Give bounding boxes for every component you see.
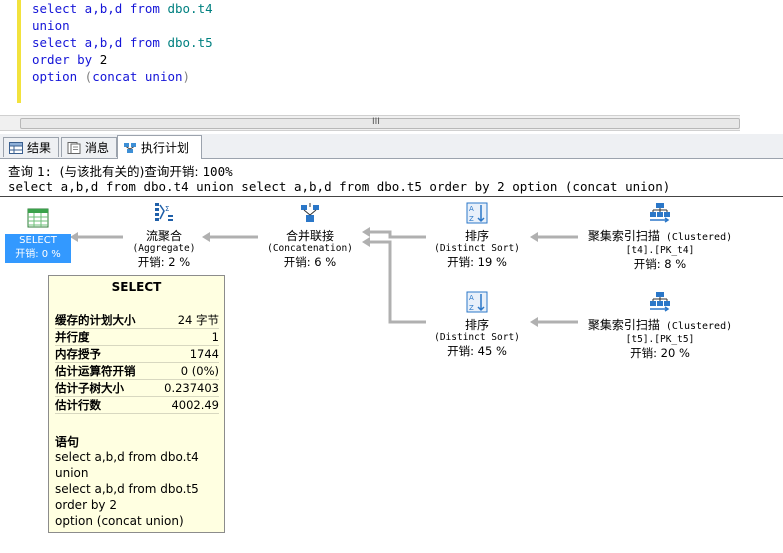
node-object: [t5].[PK_t5]	[625, 334, 695, 345]
node-name: 流聚合	[145, 229, 182, 243]
node-object: [t4].[PK_t4]	[625, 245, 695, 256]
property-value: 4002.49	[152, 396, 219, 414]
arrowhead	[362, 227, 370, 237]
svg-text:Z: Z	[469, 215, 474, 223]
arrowhead	[530, 317, 538, 327]
plan-node-stream-aggregate[interactable]: Σ 流聚合 (Aggregate) 开销: 2 %	[115, 201, 213, 269]
editor-gutter	[0, 0, 21, 103]
plan-node-concatenation[interactable]: 合并联接 (Concatenation) 开销: 6 %	[258, 201, 362, 269]
node-cost: 开销: 6 %	[283, 255, 337, 269]
editor-horizontal-scrollbar[interactable]: III	[0, 115, 740, 131]
sort-icon: AZ	[466, 291, 488, 313]
arrowhead	[362, 237, 370, 247]
plan-node-select[interactable]	[5, 206, 71, 234]
svg-text:Σ: Σ	[165, 205, 169, 213]
code-line[interactable]: union	[32, 18, 70, 33]
header-divider	[0, 196, 783, 197]
property-name: 估计行数	[55, 396, 153, 414]
arrow-sort2-to-concat	[368, 240, 426, 324]
node-cost: 开销: 45 %	[447, 344, 507, 358]
stream-aggregate-icon: Σ	[155, 203, 173, 221]
concatenation-icon	[301, 203, 319, 222]
arrow-sort1-to-concat	[368, 230, 426, 239]
code-line[interactable]: select a,b,d from dbo.t4	[32, 1, 213, 16]
property-name: 并行度	[55, 328, 153, 346]
node-name: 排序	[464, 229, 489, 243]
node-name: SELECT	[19, 235, 57, 246]
arrowhead	[202, 232, 210, 242]
property-value: 1744	[152, 345, 219, 363]
code-line[interactable]: select a,b,d from dbo.t5	[32, 35, 213, 50]
node-physical-op: (Distinct Sort)	[434, 243, 520, 254]
tab-label: 执行计划	[141, 141, 190, 155]
query-editor[interactable]: select a,b,d from dbo.t4 union select a,…	[0, 0, 783, 118]
code-line[interactable]: option (concat union)	[32, 69, 191, 84]
node-name: 聚集索引扫描 (Clustered)	[587, 229, 733, 243]
node-name: 排序	[464, 318, 489, 332]
plan-node-clustered-index-scan-2[interactable]: 聚集索引扫描 (Clustered) [t5].[PK_t5] 开销: 20 %	[580, 290, 740, 360]
code-line[interactable]: order by 2	[32, 52, 108, 67]
node-cost: 开销: 8 %	[633, 257, 687, 271]
node-physical-op: (Aggregate)	[132, 243, 196, 254]
execution-plan-icon	[124, 142, 136, 153]
tab-messages[interactable]: 消息	[61, 137, 117, 157]
node-cost: 开销: 20 %	[630, 346, 690, 360]
tab-execution-plan[interactable]: 执行计划	[117, 135, 202, 159]
statement-header: 语句	[55, 435, 80, 449]
tooltip-title: SELECT	[111, 280, 162, 294]
select-table-icon	[27, 208, 49, 228]
svg-text:Z: Z	[469, 304, 474, 312]
node-cost: 开销: 2 %	[137, 255, 191, 269]
grid-icon	[9, 141, 23, 154]
arrowhead	[70, 232, 78, 242]
tab-results[interactable]: 结果	[3, 137, 59, 157]
changed-lines-marker	[17, 0, 21, 103]
property-name: 内存授予	[55, 345, 153, 363]
plan-node-select-label[interactable]: SELECT 开销: 0 %	[5, 234, 71, 263]
node-cost: 开销: 0 %	[15, 249, 61, 260]
arrowhead	[530, 232, 538, 242]
property-value: 24 字节	[152, 312, 219, 329]
svg-text:A: A	[469, 205, 474, 213]
scrollbar-grip: III	[372, 117, 380, 127]
property-value: 0.237403	[152, 379, 219, 397]
tab-label: 消息	[85, 141, 110, 155]
results-tabstrip: 结果 消息 执行计划	[0, 134, 783, 159]
clustered-index-scan-icon	[650, 292, 670, 312]
node-cost: 开销: 19 %	[447, 255, 507, 269]
property-value: 1	[152, 328, 219, 346]
node-physical-op: (Distinct Sort)	[434, 332, 520, 343]
property-name: 估计运算符开销	[55, 362, 153, 380]
node-name: 合并联接	[285, 229, 334, 243]
plan-node-clustered-index-scan-1[interactable]: 聚集索引扫描 (Clustered) [t4].[PK_t4] 开销: 8 %	[580, 201, 740, 271]
sort-icon: AZ	[466, 202, 488, 224]
statement-text: select a,b,d from dbo.t4 union select a,…	[55, 450, 199, 528]
query-text: select a,b,d from dbo.t4 union select a,…	[8, 179, 671, 194]
node-name: 聚集索引扫描 (Clustered)	[587, 318, 733, 332]
svg-text:A: A	[469, 294, 474, 302]
node-physical-op: (Concatenation)	[267, 243, 353, 254]
query-cost-header: 查询 1: (与该批有关的)查询开销: 100%	[8, 164, 233, 179]
property-value: 0 (0%)	[152, 362, 219, 380]
scrollbar-thumb[interactable]	[20, 118, 740, 129]
tab-label: 结果	[27, 141, 52, 155]
clustered-index-scan-icon	[650, 203, 670, 223]
messages-icon	[67, 141, 81, 154]
property-name: 估计子树大小	[55, 379, 153, 397]
property-name: 缓存的计划大小	[55, 312, 153, 329]
